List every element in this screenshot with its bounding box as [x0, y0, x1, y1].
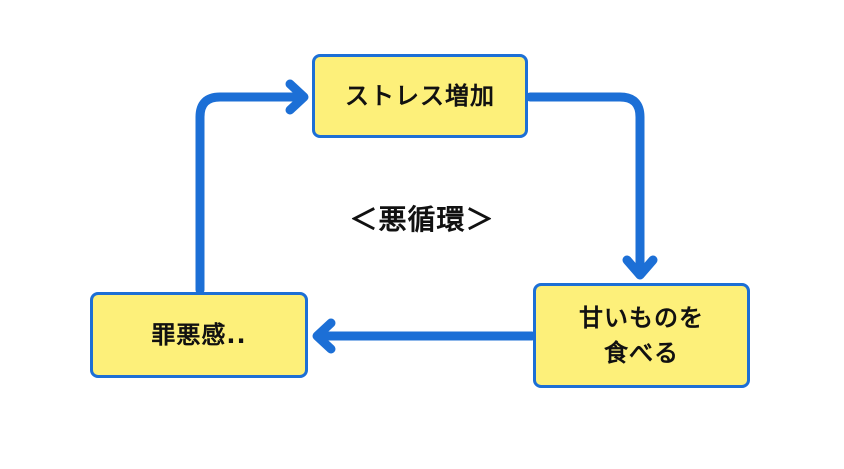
- node-stress-increase: ストレス増加: [312, 54, 528, 138]
- diagram-title: ＜悪循環＞: [349, 203, 495, 236]
- arrowhead-sweets-to-guilt: [312, 318, 336, 354]
- node-guilt: 罪悪感..: [90, 292, 308, 378]
- node-guilt-label: 罪悪感..: [151, 320, 247, 349]
- node-stress-increase-label: ストレス増加: [345, 81, 495, 110]
- node-eat-sweets: 甘いものを 食べる: [533, 283, 750, 388]
- arrowhead-guilt-to-stress: [285, 79, 309, 115]
- arrowhead-stress-to-sweets: [622, 255, 658, 280]
- node-eat-sweets-label: 甘いものを 食べる: [579, 303, 704, 367]
- arrow-guilt-to-stress: [195, 92, 307, 295]
- arrow-stress-to-sweets: [525, 92, 645, 277]
